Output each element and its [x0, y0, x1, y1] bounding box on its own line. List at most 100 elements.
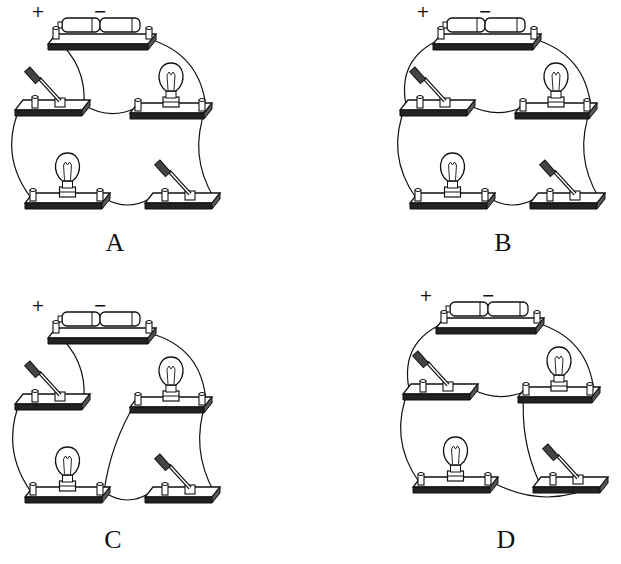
- terminal-cap: [587, 383, 593, 386]
- wire: [12, 105, 31, 198]
- bulb-base-side: [410, 203, 487, 209]
- bulb-glass: [159, 357, 183, 385]
- switch-base-top: [145, 193, 220, 203]
- switch-base-end: [597, 193, 605, 209]
- wire: [398, 105, 416, 198]
- bulb-symbol: [413, 437, 498, 493]
- terminal-cap: [417, 96, 423, 99]
- terminal-cap: [420, 380, 426, 383]
- socket-ring: [60, 486, 76, 487]
- battery-holder-side: [436, 328, 536, 334]
- switch-blade-face: [169, 465, 190, 488]
- bulb-base-side: [25, 497, 102, 503]
- bulb-glass: [547, 347, 571, 375]
- wires: [401, 323, 602, 497]
- bulb-filament: [64, 456, 72, 474]
- switch-base-top: [403, 384, 478, 394]
- terminal-cap: [418, 473, 424, 476]
- switch-symbol: [145, 160, 220, 209]
- battery-cell: [450, 302, 488, 316]
- bulb-filament: [167, 366, 175, 384]
- switch-blade-face: [424, 78, 445, 101]
- terminal-cap: [32, 96, 38, 99]
- wire: [84, 105, 136, 114]
- switch-base-side: [400, 110, 467, 116]
- switch-base-side: [533, 487, 600, 493]
- battery-cell: [100, 18, 140, 32]
- cell-band: [477, 18, 478, 32]
- socket-ring: [548, 102, 564, 103]
- circuit-panel: [398, 18, 605, 209]
- battery-symbol: [48, 18, 156, 50]
- terminal-cap: [482, 189, 488, 192]
- switch-symbol: [533, 444, 608, 493]
- switch-base-top: [145, 487, 220, 497]
- terminal-cap: [584, 99, 590, 102]
- switch-base-side: [15, 110, 82, 116]
- bulb-symbol: [130, 63, 212, 119]
- bulb-base-side: [25, 203, 102, 209]
- switch-blade: [169, 171, 190, 194]
- polarity-sign: +: [31, 298, 44, 314]
- switch-blade-face: [39, 78, 60, 101]
- wire: [149, 333, 206, 402]
- switch-handle: [155, 160, 171, 177]
- terminal-cap: [415, 189, 421, 192]
- switch-symbol: [15, 361, 90, 410]
- switch-base-top: [400, 100, 475, 110]
- switch-blade: [39, 78, 60, 101]
- bulb-symbol: [130, 357, 212, 413]
- terminal-cap: [523, 383, 529, 386]
- bulb-glass: [443, 437, 467, 465]
- battery-holder-side: [48, 44, 148, 50]
- socket-ring: [163, 396, 179, 397]
- circuit-panel: [401, 302, 608, 497]
- terminal-cap: [531, 27, 537, 30]
- circuit-panel: [12, 18, 220, 209]
- cell-band: [132, 312, 133, 326]
- terminal-cap: [53, 321, 59, 324]
- bulb-screw: [166, 91, 176, 98]
- switch-handle: [540, 160, 556, 177]
- switch-blade: [39, 372, 60, 395]
- polarity-sign: −: [478, 4, 491, 20]
- switch-base-side: [145, 497, 212, 503]
- switch-handle: [410, 67, 426, 84]
- cell-band: [132, 18, 133, 32]
- cell-band: [92, 312, 93, 326]
- battery-symbol: [48, 312, 156, 344]
- switch-base-side: [403, 394, 470, 400]
- bulb-screw: [448, 181, 458, 188]
- terminal-cap: [30, 483, 36, 486]
- switch-symbol: [15, 67, 90, 116]
- bulb-glass: [159, 63, 183, 91]
- bulb-screw: [63, 475, 73, 482]
- switch-handle: [543, 444, 559, 461]
- wire: [401, 389, 419, 482]
- battery-cell: [100, 312, 140, 326]
- socket-ring: [445, 192, 461, 193]
- terminal-cap: [135, 393, 141, 396]
- bulb-symbol: [25, 153, 110, 209]
- bulb-filament: [552, 72, 560, 90]
- switch-blade-face: [427, 362, 448, 385]
- switch-handle: [25, 67, 41, 84]
- battery-symbol: [433, 18, 541, 50]
- terminal-cap: [550, 473, 556, 476]
- switch-blade-face: [169, 171, 190, 194]
- bulb-filament: [64, 162, 72, 180]
- terminal-cap: [547, 189, 553, 192]
- switch-base-top: [533, 477, 608, 487]
- terminal-cap: [97, 483, 103, 486]
- battery-holder-side: [48, 338, 148, 344]
- circuit-panel: [13, 312, 220, 503]
- battery-holder-top: [433, 34, 541, 44]
- battery-holder-top: [436, 318, 544, 328]
- battery-cell: [488, 302, 528, 316]
- wires: [398, 39, 599, 205]
- terminal-cap: [534, 311, 540, 314]
- battery-holder-top: [48, 328, 156, 338]
- switch-blade: [424, 78, 445, 101]
